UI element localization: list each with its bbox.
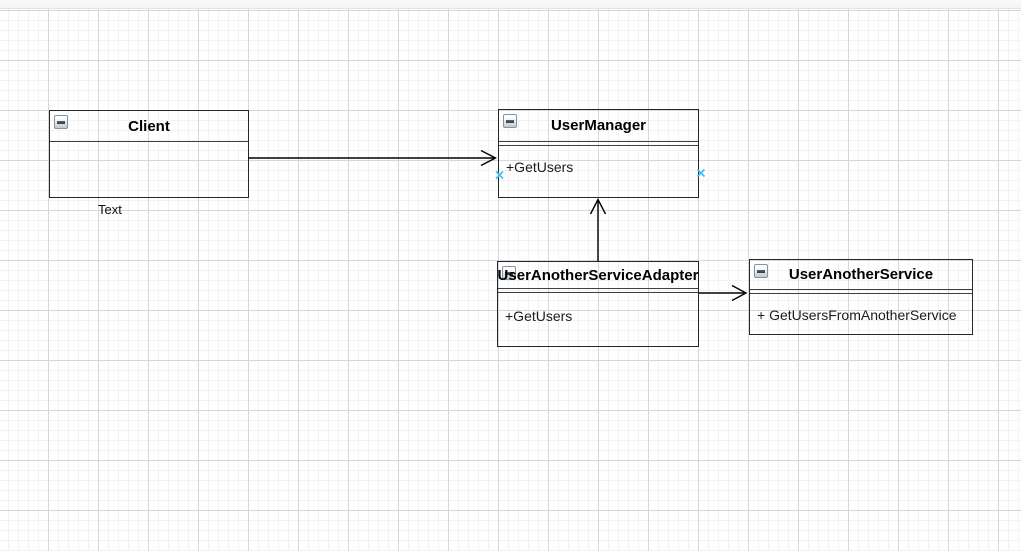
collapse-minus-icon[interactable] xyxy=(503,114,517,128)
class-body: +GetUsers xyxy=(499,146,698,175)
class-box-useranotherserviceadapter[interactable]: UserAnotherServiceAdapter +GetUsers xyxy=(497,261,699,347)
class-body: +GetUsers xyxy=(498,293,698,324)
class-box-usermanager[interactable]: UserManager +GetUsers xyxy=(498,109,699,198)
class-title: UserAnotherService xyxy=(788,266,934,283)
class-method[interactable]: +GetUsers xyxy=(505,307,573,324)
class-header: Client xyxy=(50,111,248,142)
class-method[interactable]: +GetUsers xyxy=(506,158,574,175)
class-title: UserManager xyxy=(550,117,647,134)
class-body: + GetUsersFromAnotherService xyxy=(750,294,972,323)
free-text-label[interactable]: Text xyxy=(98,202,122,217)
class-box-client[interactable]: Client xyxy=(49,110,249,198)
class-method[interactable]: + GetUsersFromAnotherService xyxy=(757,306,957,323)
class-box-useranotherservice[interactable]: UserAnotherService + GetUsersFromAnother… xyxy=(749,259,973,335)
class-title: Client xyxy=(128,117,170,135)
class-header: UserManager xyxy=(499,110,698,142)
class-header: UserAnotherServiceAdapter xyxy=(498,262,698,289)
class-title: UserAnotherServiceAdapter xyxy=(497,266,699,284)
collapse-minus-icon[interactable] xyxy=(754,264,768,278)
section-divider xyxy=(498,289,698,293)
collapse-minus-icon[interactable] xyxy=(54,115,68,129)
section-divider xyxy=(499,142,698,146)
toolbar-shadow-strip xyxy=(0,0,1021,9)
section-divider xyxy=(750,290,972,294)
collapse-minus-icon[interactable] xyxy=(502,266,516,280)
class-header: UserAnotherService xyxy=(750,260,972,290)
